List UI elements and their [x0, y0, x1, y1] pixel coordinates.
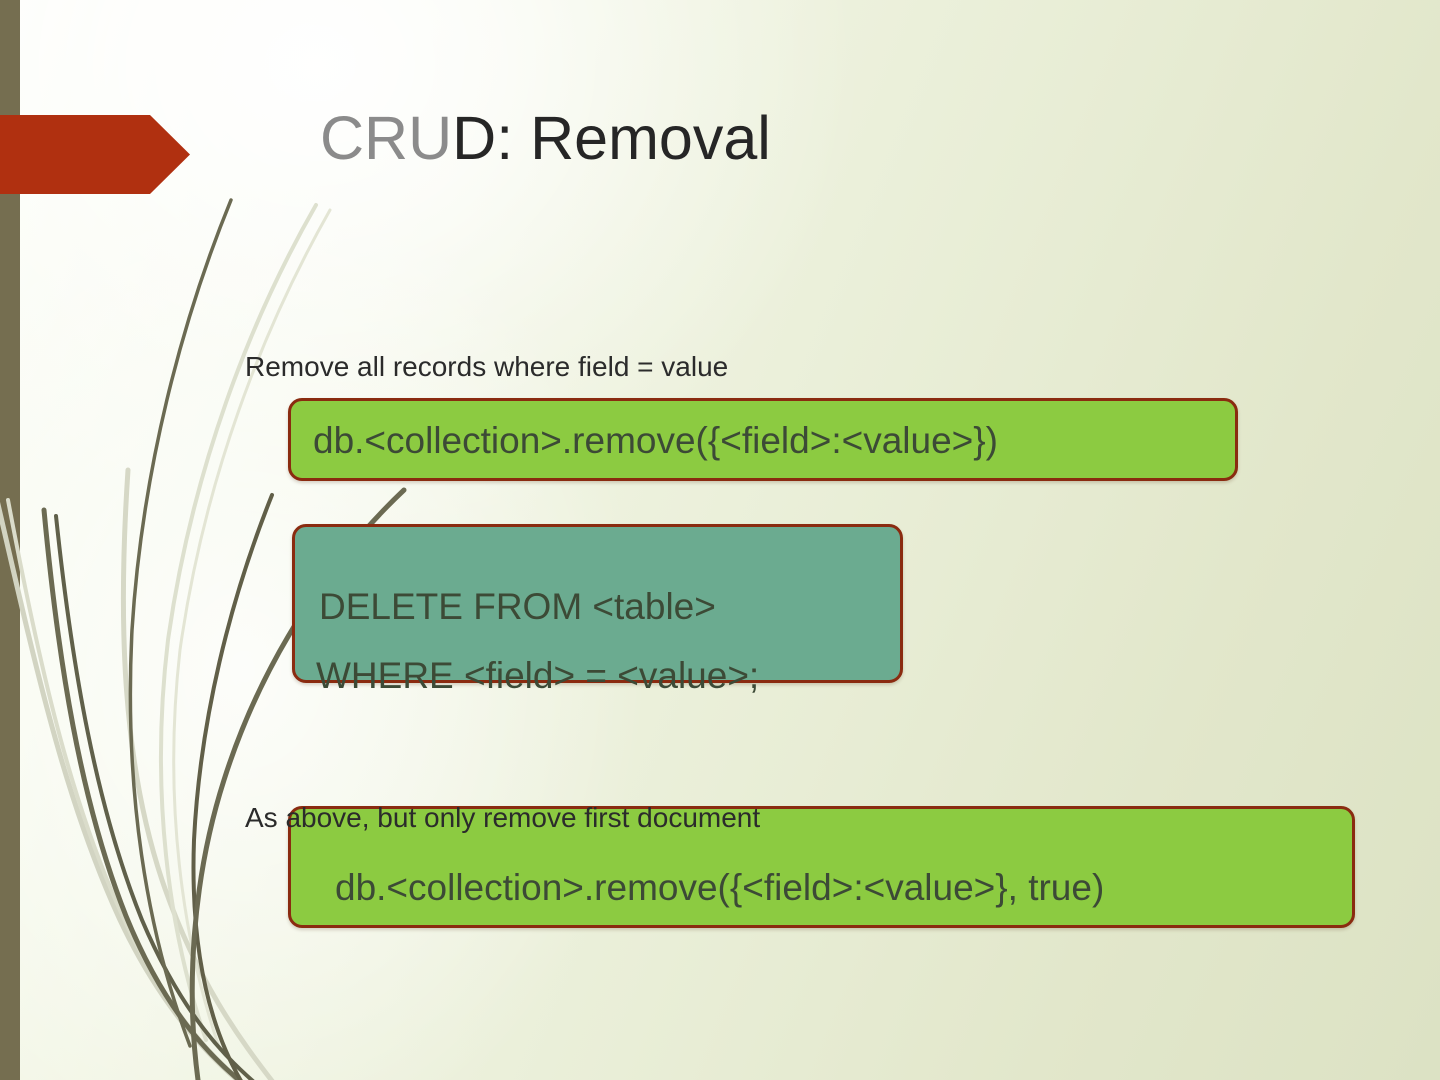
page-title: CRUD: Removal: [320, 108, 771, 169]
code-text-mongo-remove: db.<collection>.remove({<field>:<value>}…: [313, 420, 998, 461]
code-box-mongo-remove-justone: db.<collection>.remove({<field>:<value>}…: [288, 806, 1355, 928]
caption-remove-first: As above, but only remove first document: [245, 802, 761, 833]
code-text-sql-delete-line2: WHERE <field> = <value>;: [316, 655, 760, 696]
code-text-mongo-remove-justone: db.<collection>.remove({<field>:<value>}…: [335, 867, 1105, 908]
caption-remove-all: Remove all records where field = value: [245, 351, 729, 382]
page-title-part-light: CRU: [320, 104, 453, 172]
code-box-mongo-remove: db.<collection>.remove({<field>:<value>}…: [288, 398, 1238, 481]
page-title-part-dark: D: Removal: [452, 104, 771, 172]
red-chevron-banner-icon: [0, 115, 190, 194]
code-text-sql-delete-line1: DELETE FROM <table>: [319, 586, 716, 627]
